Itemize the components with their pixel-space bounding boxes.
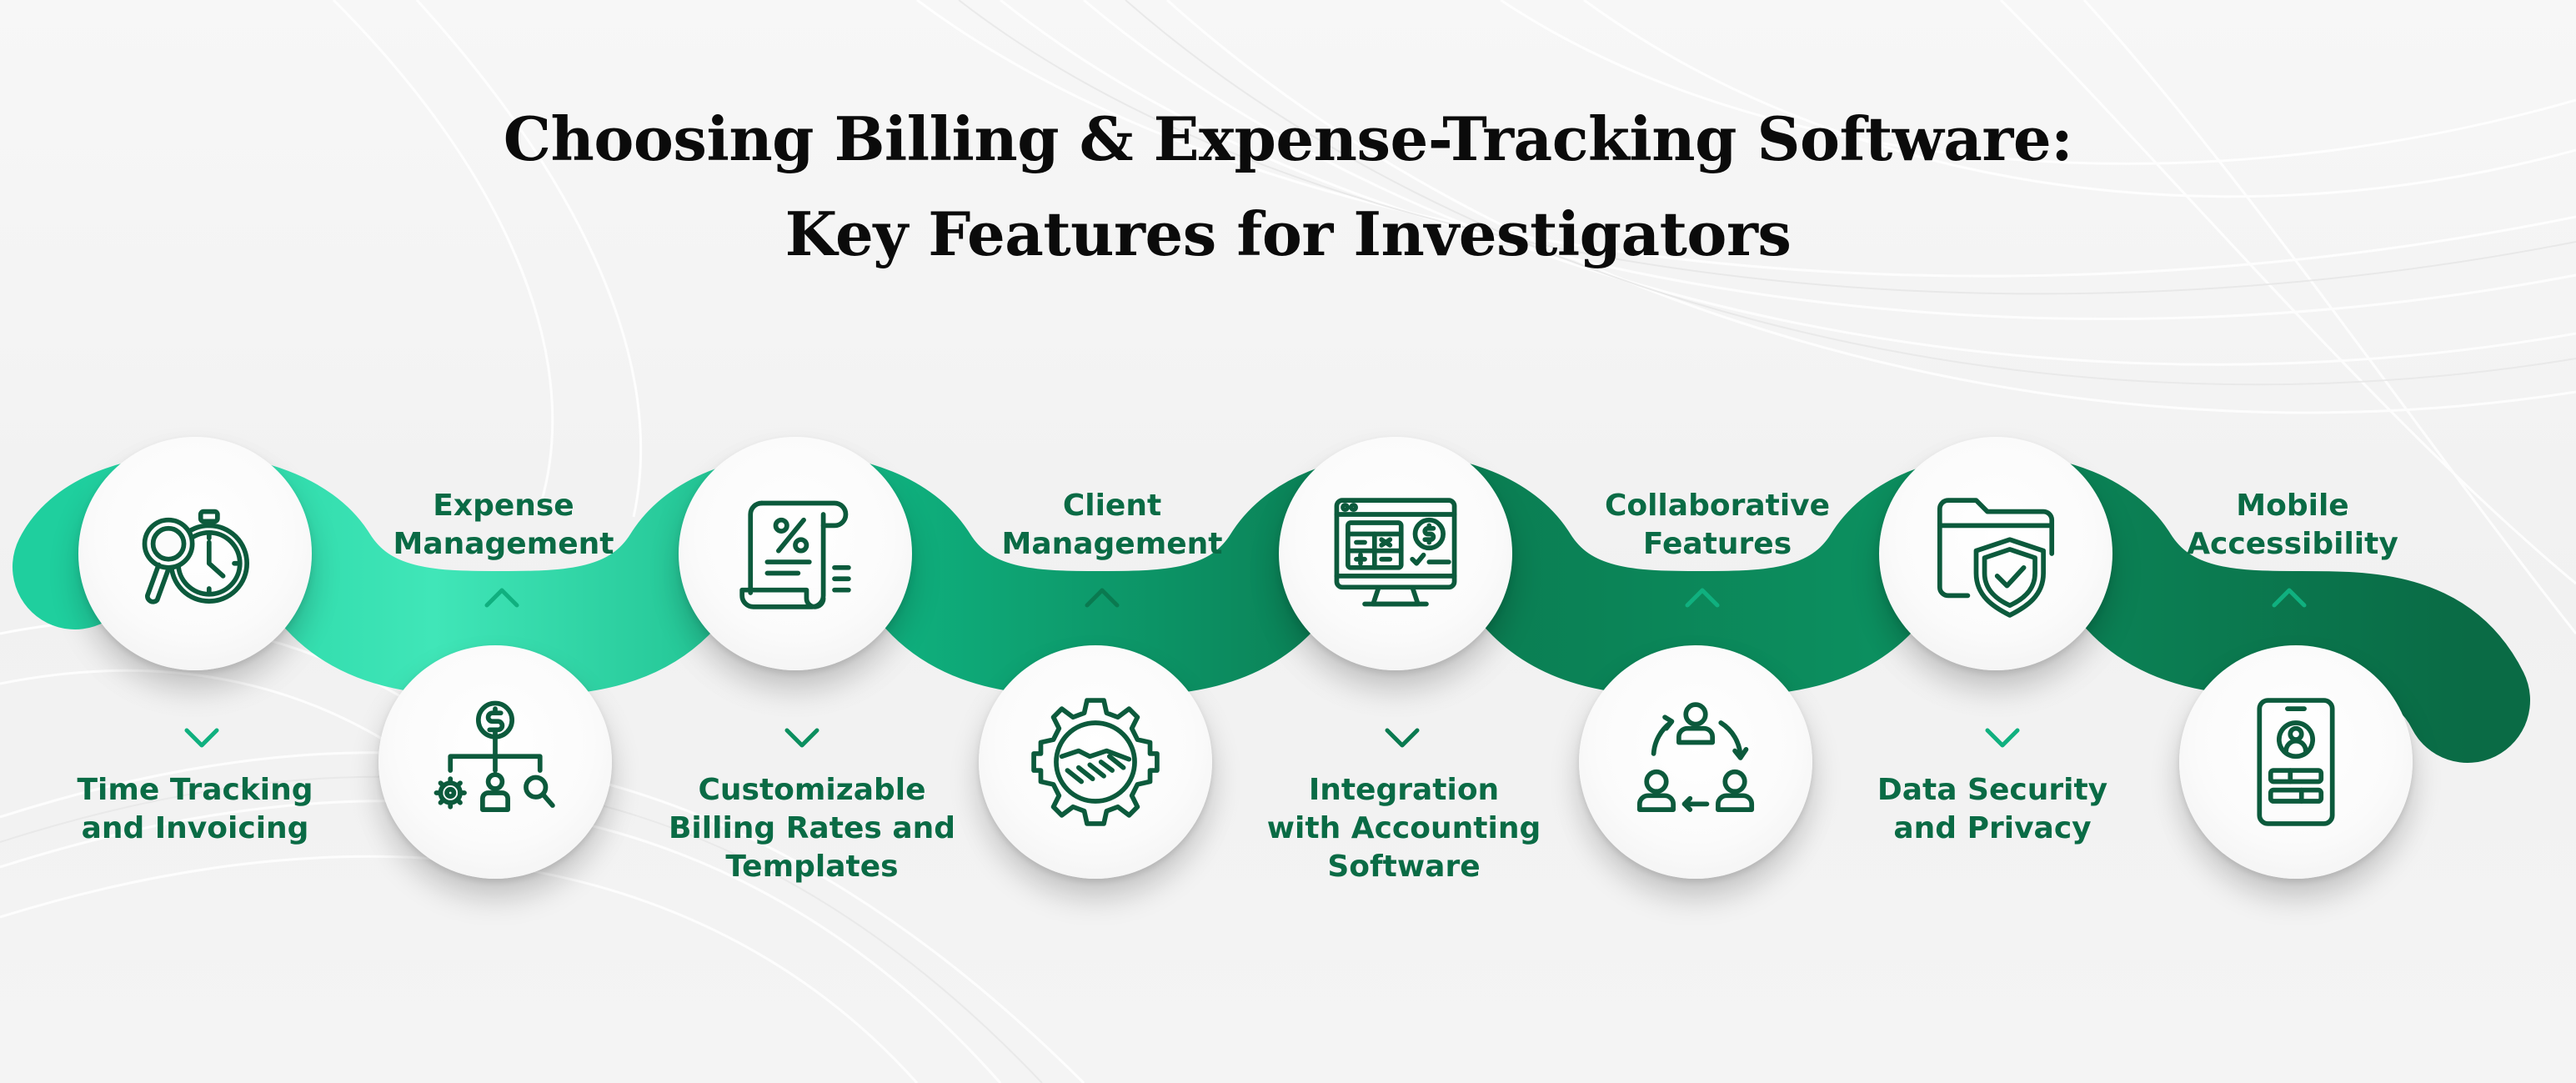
label-line: Software xyxy=(1327,850,1481,884)
label-line: Integration xyxy=(1308,773,1500,807)
page-title-line-2: Key Features for Investigators xyxy=(784,198,1792,269)
handshake-gear-icon xyxy=(1031,698,1160,826)
chevron-down-icon xyxy=(1984,727,2021,749)
step-circle-accounting-integration xyxy=(1279,437,1512,670)
label-line: Management xyxy=(393,527,614,561)
label-line: Features xyxy=(1642,527,1792,561)
label-line: Collaborative xyxy=(1604,489,1831,523)
step-circle-billing-rates xyxy=(679,437,912,670)
label-line: Management xyxy=(1001,527,1223,561)
step-circle-data-security xyxy=(1879,437,2112,670)
percent-document-icon xyxy=(739,500,851,609)
label-line: Billing Rates and xyxy=(668,811,956,845)
label-line: Time Tracking xyxy=(77,773,313,807)
chevron-up-icon xyxy=(1084,587,1120,609)
page-title-line-1: Choosing Billing & Expense-Tracking Soft… xyxy=(503,103,2073,174)
step-circle-collaborative xyxy=(1579,645,1812,879)
label-line: and Privacy xyxy=(1893,811,2092,845)
label-line: Expense xyxy=(433,489,574,523)
label-line: Templates xyxy=(725,850,899,884)
step-circle-client-management xyxy=(979,645,1212,879)
chevron-up-icon xyxy=(484,587,520,609)
label-line: and Invoicing xyxy=(81,811,309,845)
shield-folder-icon xyxy=(1937,498,2055,618)
stopwatch-magnifier-icon xyxy=(142,509,250,604)
accounting-monitor-icon xyxy=(1334,498,1457,607)
dollar-org-chart-icon xyxy=(434,700,555,812)
chevron-down-icon xyxy=(183,727,220,749)
chevron-down-icon xyxy=(1384,727,1421,749)
label-line: Accessibility xyxy=(2187,527,2398,561)
step-label-client-management: Client Management xyxy=(954,487,1270,564)
step-label-time-tracking: Time Tracking and Invoicing xyxy=(37,771,353,848)
team-cycle-icon xyxy=(1636,702,1755,812)
step-label-expense-management: Expense Management xyxy=(345,487,662,564)
step-label-mobile-accessibility: Mobile Accessibility xyxy=(2134,487,2451,564)
label-line: Client xyxy=(1062,489,1162,523)
step-label-billing-rates: Customizable Billing Rates and Templates xyxy=(654,771,970,886)
step-label-collaborative: Collaborative Features xyxy=(1559,487,1876,564)
step-circle-mobile-accessibility xyxy=(2179,645,2413,879)
step-circle-time-tracking xyxy=(78,437,312,670)
step-label-data-security: Data Security and Privacy xyxy=(1834,771,2151,848)
chevron-up-icon xyxy=(1684,587,1721,609)
chevron-up-icon xyxy=(2271,587,2308,609)
label-line: with Accounting xyxy=(1266,811,1541,845)
step-label-accounting-integration: Integration with Accounting Software xyxy=(1245,771,1562,886)
step-circle-expense-management xyxy=(378,645,612,879)
mobile-profile-icon xyxy=(2257,698,2335,826)
chevron-down-icon xyxy=(784,727,820,749)
label-line: Data Security xyxy=(1877,773,2108,807)
label-line: Mobile xyxy=(2236,489,2349,523)
label-line: Customizable xyxy=(698,773,926,807)
